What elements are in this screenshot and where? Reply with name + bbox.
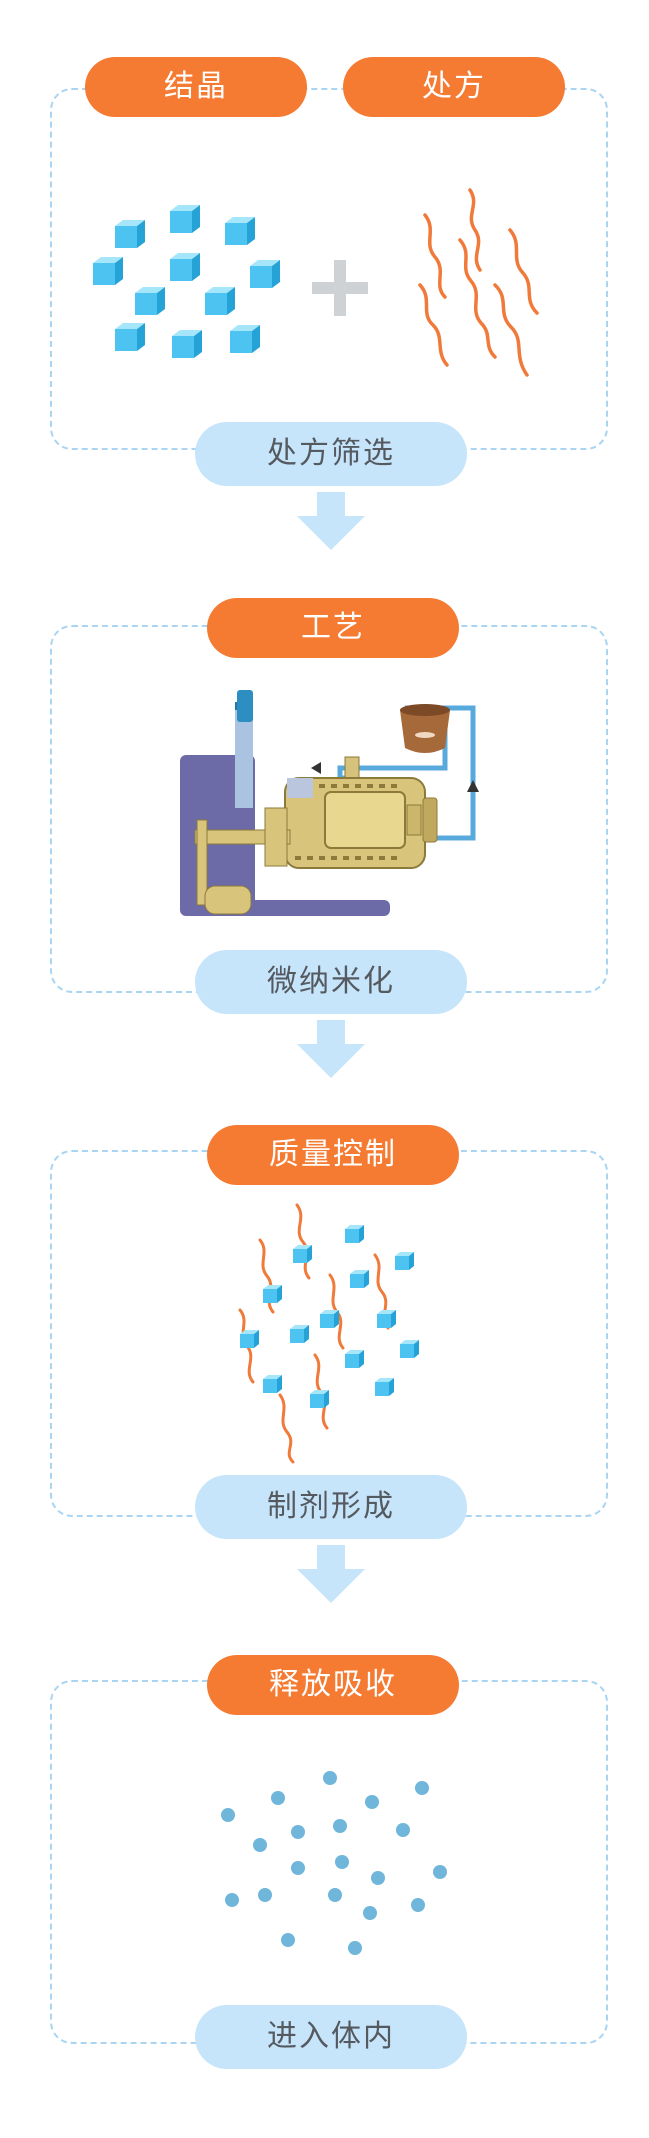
crystal-cubes-icon [93, 205, 280, 358]
tag-process: 工艺 [207, 598, 459, 658]
mixed-formulation-icon [238, 1203, 419, 1464]
caption-prescription-screening: 处方筛选 [195, 422, 467, 486]
down-arrow-icon [297, 492, 365, 550]
caption-micronization: 微纳米化 [195, 950, 467, 1014]
tag-prescription: 处方 [343, 57, 565, 117]
tag-quality-control: 质量控制 [207, 1125, 459, 1185]
caption-into-body: 进入体内 [195, 2005, 467, 2069]
down-arrow-icon [297, 1545, 365, 1603]
excipient-strands-icon [418, 188, 539, 377]
absorbed-particles-icon [221, 1771, 447, 1955]
down-arrow-icon [297, 1020, 365, 1078]
caption-formulation: 制剂形成 [195, 1475, 467, 1539]
tag-crystal: 结晶 [85, 57, 307, 117]
tag-release-absorption: 释放吸收 [207, 1655, 459, 1715]
micronizer-machine-icon [180, 690, 479, 916]
plus-icon [312, 260, 368, 316]
